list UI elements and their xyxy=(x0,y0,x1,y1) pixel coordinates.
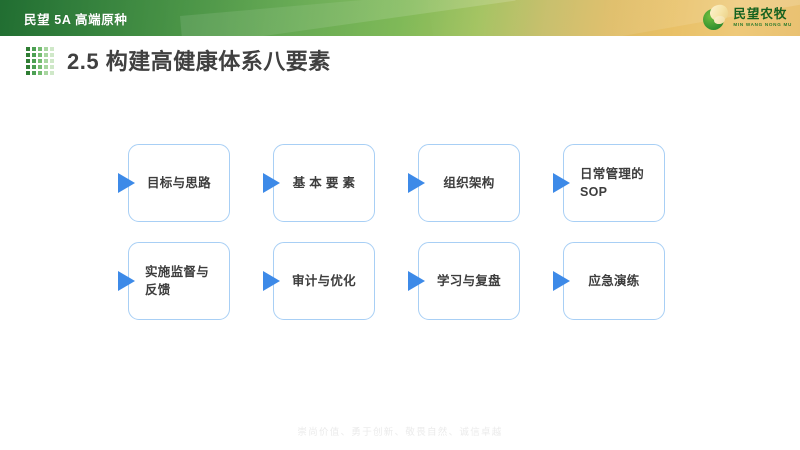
flow-row: 实施监督与 反馈 审计与优化 学习与复盘 应急演练 xyxy=(118,242,680,320)
logo-name-en: MIN WANG NONG MU xyxy=(733,21,792,27)
flow-item-label: 学习与复盘 xyxy=(436,273,501,288)
flow-box[interactable]: 学习与复盘 xyxy=(418,242,520,320)
flow-item-3[interactable]: 组织架构 xyxy=(408,144,520,222)
flow-box[interactable]: 应急演练 xyxy=(563,242,665,320)
flow-box[interactable]: 组织架构 xyxy=(418,144,520,222)
brand-logo: 民望农牧 MIN WANG NONG MU xyxy=(702,2,792,32)
right-triangle-icon xyxy=(408,173,425,193)
header-bar: 民望 5A 高端原种 民望农牧 MIN WANG NONG MU xyxy=(0,0,800,36)
header-title: 民望 5A 高端原种 xyxy=(24,13,128,27)
logo-name-cn: 民望农牧 xyxy=(733,7,788,22)
flow-item-label: 实施监督与 反馈 xyxy=(145,264,210,297)
right-triangle-icon xyxy=(118,173,135,193)
eight-elements-flow: 目标与思路 基 本 要 素 组织架构 日常管理的 SOP xyxy=(118,144,680,320)
flow-item-label: 应急演练 xyxy=(588,273,640,288)
flow-item-label: 目标与思路 xyxy=(146,175,211,190)
right-triangle-icon xyxy=(408,271,425,291)
right-triangle-icon xyxy=(263,173,280,193)
flow-item-8[interactable]: 应急演练 xyxy=(553,242,665,320)
flow-box[interactable]: 审计与优化 xyxy=(273,242,375,320)
logo-notch-shape xyxy=(713,15,726,25)
right-triangle-icon xyxy=(553,271,570,291)
flow-box[interactable]: 实施监督与 反馈 xyxy=(128,242,230,320)
flow-box[interactable]: 目标与思路 xyxy=(128,144,230,222)
right-triangle-icon xyxy=(553,173,570,193)
flow-item-2[interactable]: 基 本 要 素 xyxy=(263,144,375,222)
logo-wordmark: 民望农牧 MIN WANG NONG MU xyxy=(733,8,792,27)
flow-row: 目标与思路 基 本 要 素 组织架构 日常管理的 SOP xyxy=(118,144,680,222)
flow-item-5[interactable]: 实施监督与 反馈 xyxy=(118,242,230,320)
right-triangle-icon xyxy=(118,271,135,291)
flow-item-4[interactable]: 日常管理的 SOP xyxy=(553,144,665,222)
flow-item-6[interactable]: 审计与优化 xyxy=(263,242,375,320)
flow-item-label: 日常管理的 SOP xyxy=(580,166,645,199)
flow-item-7[interactable]: 学习与复盘 xyxy=(408,242,520,320)
page-title-row: 2.5 构建高健康体系八要素 xyxy=(26,44,331,76)
green-dot-grid-icon xyxy=(26,47,54,75)
flow-box[interactable]: 日常管理的 SOP xyxy=(563,144,665,222)
flow-item-label: 组织架构 xyxy=(443,175,495,190)
flow-item-label: 基 本 要 素 xyxy=(292,175,356,190)
footer-slogan: 崇尚价值、勇于创新、敬畏自然、诚信卓越 xyxy=(297,427,503,438)
flow-item-label: 审计与优化 xyxy=(291,273,356,288)
right-triangle-icon xyxy=(263,271,280,291)
page-title: 2.5 构建高健康体系八要素 xyxy=(67,49,331,74)
flow-item-1[interactable]: 目标与思路 xyxy=(118,144,230,222)
green-leaf-circle-icon xyxy=(702,2,731,31)
flow-box[interactable]: 基 本 要 素 xyxy=(273,144,375,222)
